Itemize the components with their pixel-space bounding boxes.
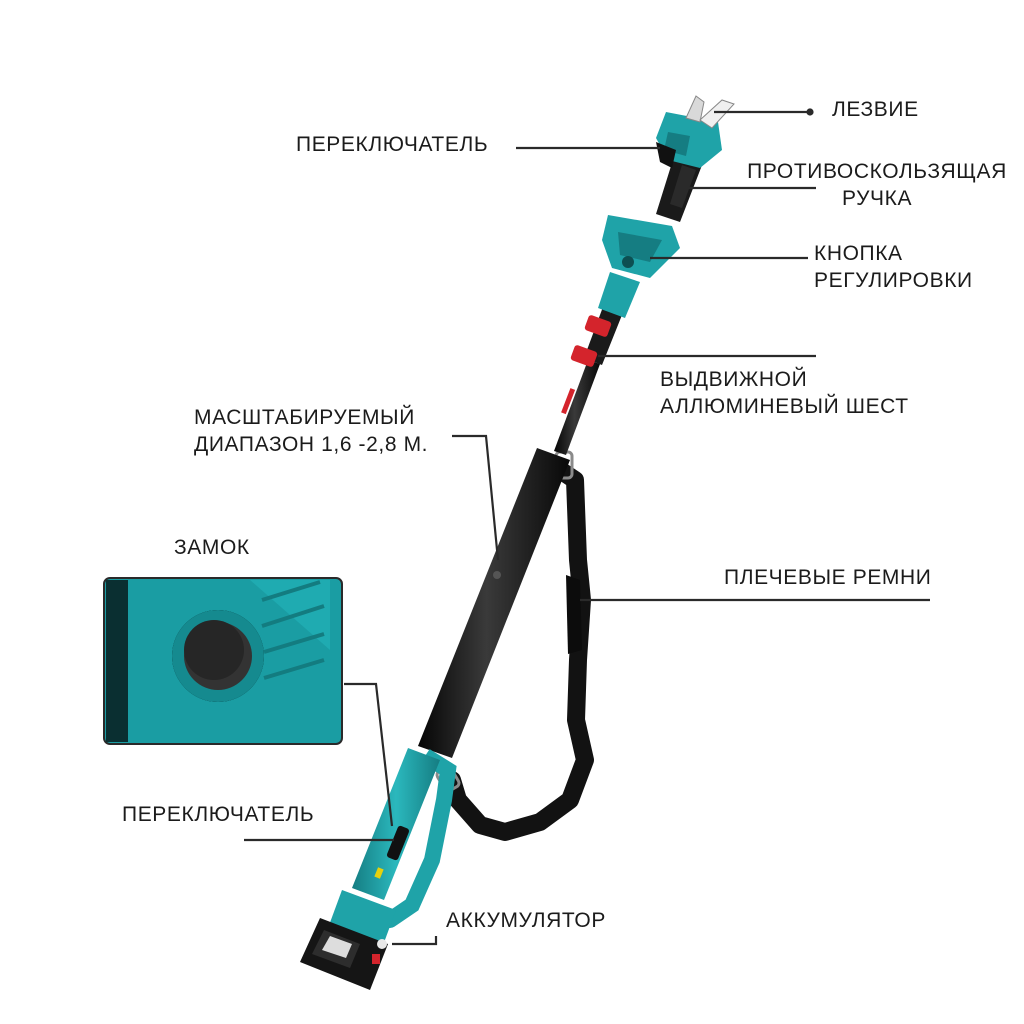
label-lock-text: ЗАМОК (174, 536, 250, 559)
label-grip-line1: ПРОТИВОСКОЛЬЗЯЩАЯ (747, 160, 1007, 183)
label-blade-text: ЛЕЗВИЕ (832, 98, 919, 121)
shoulder-strap (435, 450, 594, 841)
battery-pack (300, 918, 388, 990)
label-switch-top-text: ПЕРЕКЛЮЧАТЕЛЬ (296, 133, 489, 156)
lower-handle (300, 748, 457, 990)
label-pole-line2: АЛЛЮМИНЕВЫЙ ШЕСТ (660, 395, 909, 418)
label-blade: ЛЕЗВИЕ (832, 96, 919, 123)
label-strap-text: ПЛЕЧЕВЫЕ РЕМНИ (724, 566, 932, 589)
label-adjust-button: КНОПКА РЕГУЛИРОВКИ (814, 240, 973, 294)
label-battery: АККУМУЛЯТОР (446, 907, 606, 934)
label-lock: ЗАМОК (174, 534, 250, 561)
label-switch-bottom-text: ПЕРЕКЛЮЧАТЕЛЬ (122, 803, 315, 826)
label-pole-line1: ВЫДВИЖНОЙ (660, 368, 808, 391)
label-grip-line2: РУЧКА (841, 187, 913, 210)
leader-lines (244, 108, 930, 946)
label-strap: ПЛЕЧЕВЫЕ РЕМНИ (724, 564, 932, 591)
label-switch-top: ПЕРЕКЛЮЧАТЕЛЬ (296, 131, 488, 158)
label-adjust-line2: РЕГУЛИРОВКИ (814, 269, 973, 292)
label-battery-text: АККУМУЛЯТОР (446, 909, 606, 932)
label-range: МАСШТАБИРУЕМЫЙ ДИАПАЗОН 1,6 -2,8 М. (194, 404, 428, 458)
label-switch-bottom: ПЕРЕКЛЮЧАТЕЛЬ (122, 801, 314, 828)
label-pole: ВЫДВИЖНОЙ АЛЛЮМИНЕВЫЙ ШЕСТ (660, 366, 909, 420)
label-grip: ПРОТИВОСКОЛЬЗЯЩАЯ РУЧКА (736, 158, 1018, 212)
label-range-line1: МАСШТАБИРУЕМЫЙ (194, 406, 415, 429)
pruner-head (570, 95, 735, 367)
label-range-line2: ДИАПАЗОН 1,6 -2,8 М. (194, 433, 429, 456)
telescopic-pole (418, 360, 600, 758)
label-adjust-line1: КНОПКА (814, 242, 903, 265)
lock-inset (103, 577, 343, 745)
